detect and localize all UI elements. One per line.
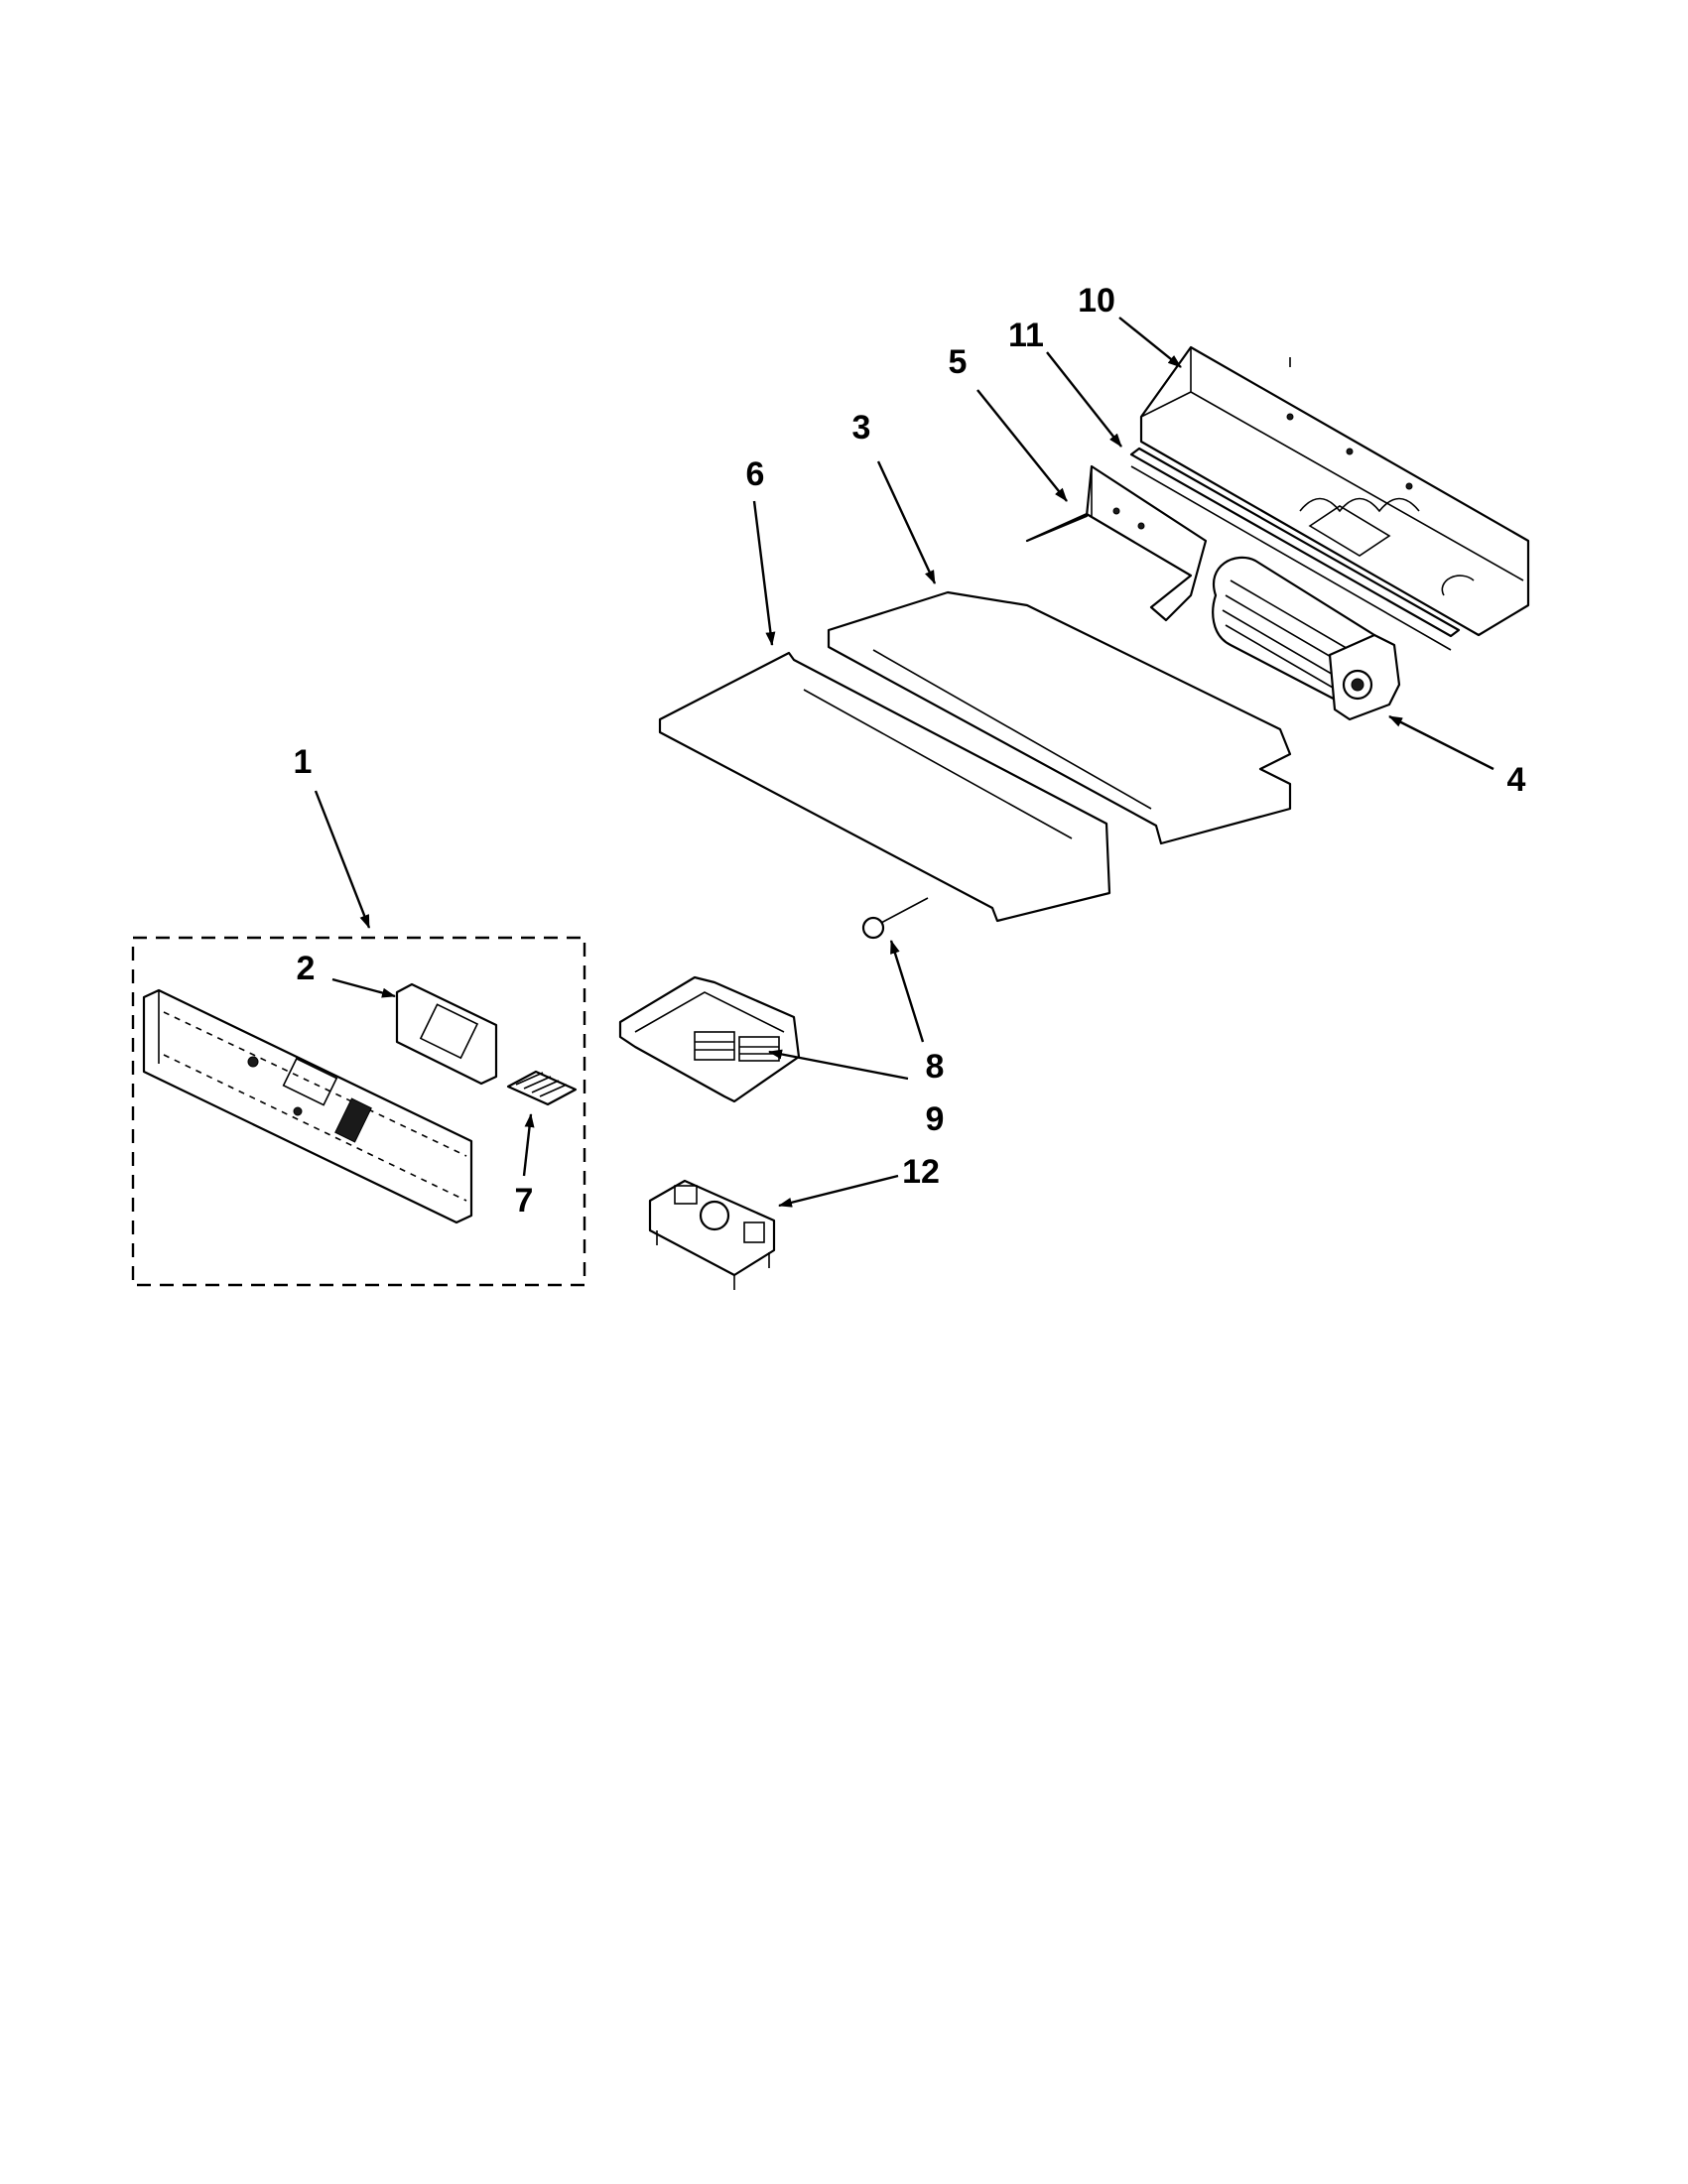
part-12-power-board — [648, 1179, 776, 1290]
callout-9: 9 — [926, 1100, 945, 1138]
leader-11 — [1046, 351, 1122, 448]
assembly-1-boundary — [131, 936, 586, 1287]
callout-7: 7 — [515, 1182, 534, 1220]
callout-12: 12 — [902, 1153, 940, 1191]
callout-4: 4 — [1507, 761, 1526, 799]
part-6-lower-panel — [658, 651, 1111, 923]
part-5-bracket — [1025, 464, 1208, 622]
part-1-control-panel — [142, 988, 473, 1224]
callout-labels: 1 2 3 4 5 6 7 8 9 10 11 12 — [294, 282, 1526, 1220]
leader-1 — [314, 790, 371, 929]
part-10-rear-housing — [1139, 345, 1530, 637]
leader-4 — [1388, 714, 1494, 771]
leader-10 — [1118, 317, 1182, 368]
leader-3 — [876, 460, 937, 584]
part-7-keypad-grille — [506, 1070, 578, 1106]
leader-7 — [522, 1113, 535, 1177]
callout-11: 11 — [1008, 317, 1044, 354]
leader-5 — [976, 389, 1068, 502]
part-9-control-board — [618, 975, 801, 1103]
callout-10: 10 — [1078, 282, 1115, 320]
part-8-screw — [861, 897, 929, 940]
callout-2: 2 — [297, 950, 316, 987]
callout-5: 5 — [949, 343, 968, 381]
callout-8: 8 — [926, 1048, 945, 1086]
leader-lines — [314, 317, 1494, 1208]
part-11-seal-strip — [1129, 447, 1461, 651]
leader-12 — [778, 1174, 899, 1208]
leader-8 — [889, 940, 925, 1043]
callout-3: 3 — [852, 409, 871, 447]
part-4-blower-fan — [1212, 556, 1401, 721]
part-3-upper-panel — [827, 590, 1292, 845]
callout-1: 1 — [294, 743, 313, 781]
leader-9 — [768, 1049, 909, 1081]
callout-6: 6 — [746, 455, 765, 493]
leader-6 — [752, 500, 776, 646]
leader-2 — [331, 977, 396, 998]
part-2-display-bracket — [395, 982, 498, 1086]
